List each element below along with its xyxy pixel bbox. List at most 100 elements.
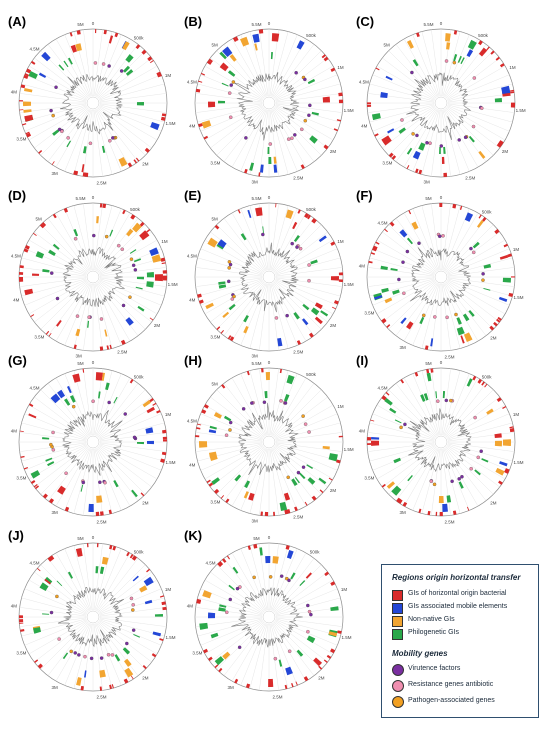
grid-line [249,545,268,611]
grid-line [275,413,338,440]
mobility-gene-dot [300,127,304,132]
genome-position-label: 500k [306,372,317,377]
genomic-island-block [285,666,293,676]
grid-line [259,109,269,177]
gi-horizontal-origin-mark [99,203,103,208]
philogenetic-gi-block [135,286,143,290]
grid-line [274,445,334,480]
genomic-island-block [391,485,402,496]
genome-position-label: 3.5M [16,476,26,481]
grid-line [376,445,436,480]
philogenetic-gi-block [67,57,73,65]
grid-line [275,103,343,113]
grid-line [372,413,435,440]
mobility-gene-dot [98,480,102,485]
gi-horizontal-origin-mark [481,381,485,386]
genomic-island-block [430,338,434,347]
gi-horizontal-origin-mark [159,595,165,598]
philogenetic-gi-block [398,127,406,134]
grid-line [273,389,322,438]
gi-horizontal-origin-mark [504,470,509,474]
gi-horizontal-origin-mark [311,218,316,223]
grid-line [443,448,470,511]
gi-horizontal-origin-mark [367,443,372,445]
genomic-island-block [502,439,511,444]
mobility-gene-dot [81,480,86,485]
mobility-gene-dot [103,480,107,485]
gc-content-trace [62,247,126,307]
mobility-gene-dot [101,62,106,66]
genome-position-label: 0 [440,195,443,200]
philogenetic-gi-block [412,59,419,67]
genome-position-label: 4M [189,123,196,128]
gi-horizontal-origin-mark [149,397,154,403]
genome-position-label: 1M [165,412,172,417]
genome-position-label: 3.5M [210,334,220,339]
grid-line [447,104,513,123]
gi-horizontal-origin-mark [493,321,498,327]
genome-position-label: 3M [252,354,259,359]
gi-horizontal-origin-mark [478,40,483,46]
grid-line [275,93,343,103]
gi-horizontal-origin-mark [374,133,379,137]
gi-horizontal-origin-mark [49,498,54,504]
gi-horizontal-origin-mark [146,228,151,233]
gi-horizontal-origin-mark [28,403,34,408]
gi-horizontal-origin-mark [247,545,251,550]
mobility-gene-dot [415,133,419,138]
gi-horizontal-origin-mark [499,63,505,68]
gi-horizontal-origin-mark [237,209,241,214]
grid-line [273,621,322,670]
philogenetic-gi-block [67,571,73,579]
philogenetic-gi-block [294,476,300,484]
philogenetic-gi-block [392,289,400,295]
mobility-gene-dot [87,315,91,319]
gi-horizontal-origin-mark [135,44,141,50]
grid-line [447,248,510,275]
philogenetic-gi-block [223,415,232,422]
genomic-island-block [318,235,327,243]
grid-line [19,267,87,277]
genome-position-label: 5M [425,361,432,366]
genome-position-label: 2M [142,675,149,680]
gi-horizontal-origin-mark [69,32,73,37]
genome-position-label: 4.5M [359,80,369,85]
mobility-gene-dot [131,603,135,607]
grid-line [382,281,436,323]
mobility-gene-dot [228,420,233,425]
grid-line [98,446,152,488]
genomic-island-block [445,33,451,42]
mobility-gene-dot [123,412,127,416]
mobility-gene-dot [287,578,291,583]
gi-horizontal-origin-mark [508,292,514,298]
gi-horizontal-origin-mark [208,58,213,63]
mobility-gene-dot [92,233,96,238]
grid-line [446,445,506,480]
grid-line [443,109,470,172]
mobility-gene-dot [227,91,232,95]
gi-horizontal-origin-mark [102,203,107,209]
genomic-island-block [385,75,393,81]
philogenetic-gi-block [293,234,300,243]
mobility-gene-dot [244,136,248,140]
mobility-gene-dot [250,401,254,405]
genomic-island-block [149,247,159,257]
gi-horizontal-origin-mark [36,567,41,572]
philogenetic-gi-block [218,281,226,285]
gi-horizontal-origin-mark [303,676,309,682]
genome-position-label: 5.5M [251,22,261,27]
gc-content-trace [409,247,472,306]
grid-line [442,283,461,349]
mobility-gene-dot [471,124,476,129]
gi-horizontal-origin-mark [389,221,395,227]
grid-line [197,597,263,616]
grid-line [98,65,158,100]
mobility-gene-dot [303,422,308,426]
panel-label: (F) [356,188,373,203]
genomic-island-block [296,40,305,50]
grid-line [210,621,264,663]
grid-line [97,107,146,156]
